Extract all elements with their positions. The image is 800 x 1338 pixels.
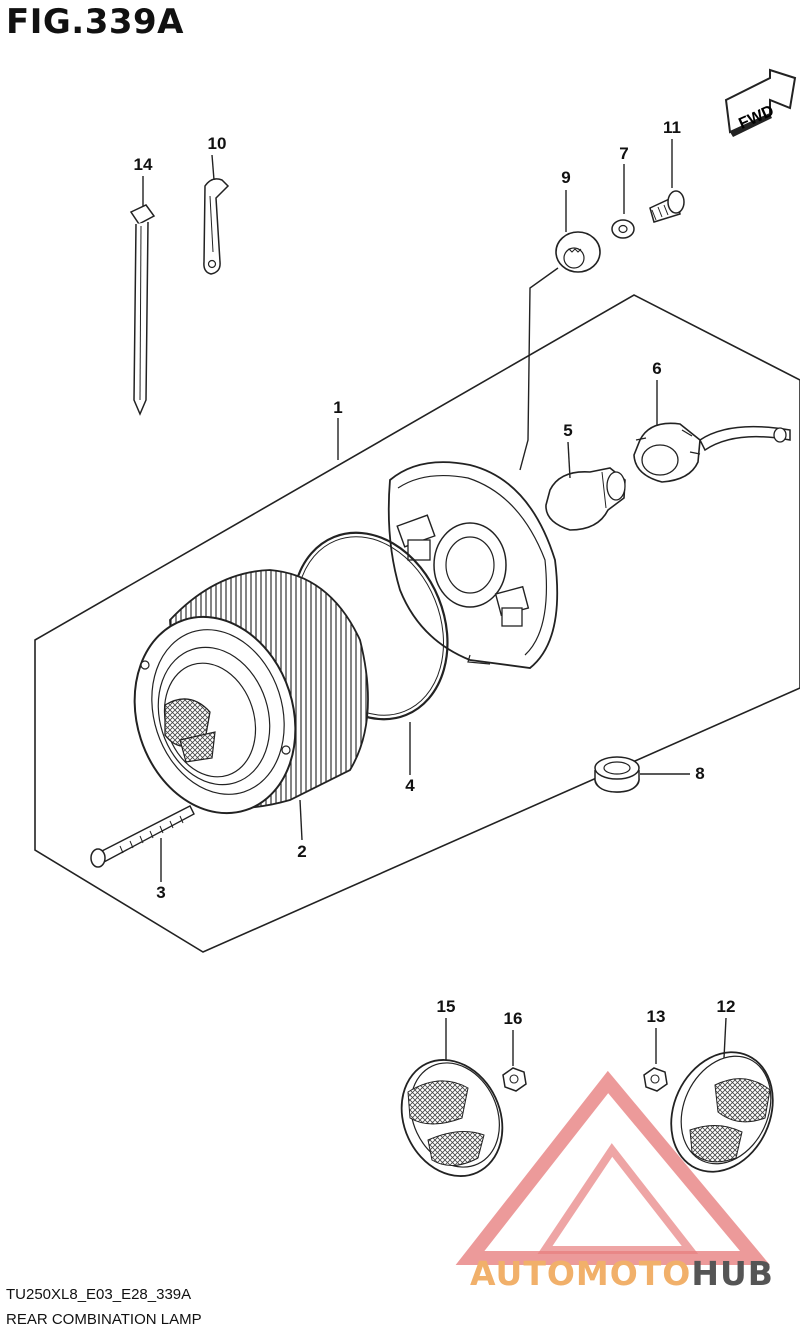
callout-4: 4 [405, 776, 415, 795]
callout-14: 14 [133, 155, 153, 174]
lamp-base-part [387, 461, 559, 669]
watermark-brand: AUTOMOTOHUB [470, 1254, 774, 1293]
fwd-arrow-icon: FWD [724, 68, 797, 137]
callout-8: 8 [695, 764, 705, 783]
rubber-grommet-part [594, 756, 640, 793]
callout-11: 11 [663, 118, 681, 137]
callout-3: 3 [156, 883, 166, 902]
watermark-logo-icon [455, 1070, 770, 1265]
callout-16: 16 [503, 1009, 523, 1028]
callout-1: 1 [333, 398, 343, 417]
watermark-text-part1: AUTOMOTO [470, 1254, 692, 1293]
callout-10: 10 [207, 134, 227, 153]
callout-12: 12 [716, 997, 736, 1016]
cable-tie-part [129, 204, 156, 416]
leader-lines [142, 139, 727, 1066]
bulb-part [545, 467, 626, 531]
figure-title: FIG.339A [6, 2, 184, 42]
callout-5: 5 [563, 421, 573, 440]
screw-part [649, 190, 685, 223]
reflector-right-part [670, 1051, 774, 1173]
long-screw-part [90, 805, 195, 868]
reflector-left-part [400, 1059, 504, 1177]
retainer-part [555, 231, 601, 273]
callout-9: 9 [561, 168, 571, 187]
assembly-group-outline [34, 294, 800, 953]
clamp-part [203, 178, 230, 275]
nut-left-part [502, 1067, 527, 1092]
washer-part [611, 219, 635, 239]
figure-name: REAR COMBINATION LAMP [6, 1311, 202, 1328]
callout-13: 13 [646, 1007, 666, 1026]
lens-part [133, 569, 369, 815]
watermark-text-part2: HUB [691, 1254, 774, 1293]
callout-15: 15 [436, 997, 456, 1016]
bulb-socket-part [633, 422, 791, 483]
callout-2: 2 [297, 842, 307, 861]
figure-code: TU250XL8_E03_E28_339A [6, 1286, 192, 1303]
callout-6: 6 [652, 359, 662, 378]
callout-7: 7 [619, 144, 629, 163]
nut-right-part [643, 1067, 668, 1092]
